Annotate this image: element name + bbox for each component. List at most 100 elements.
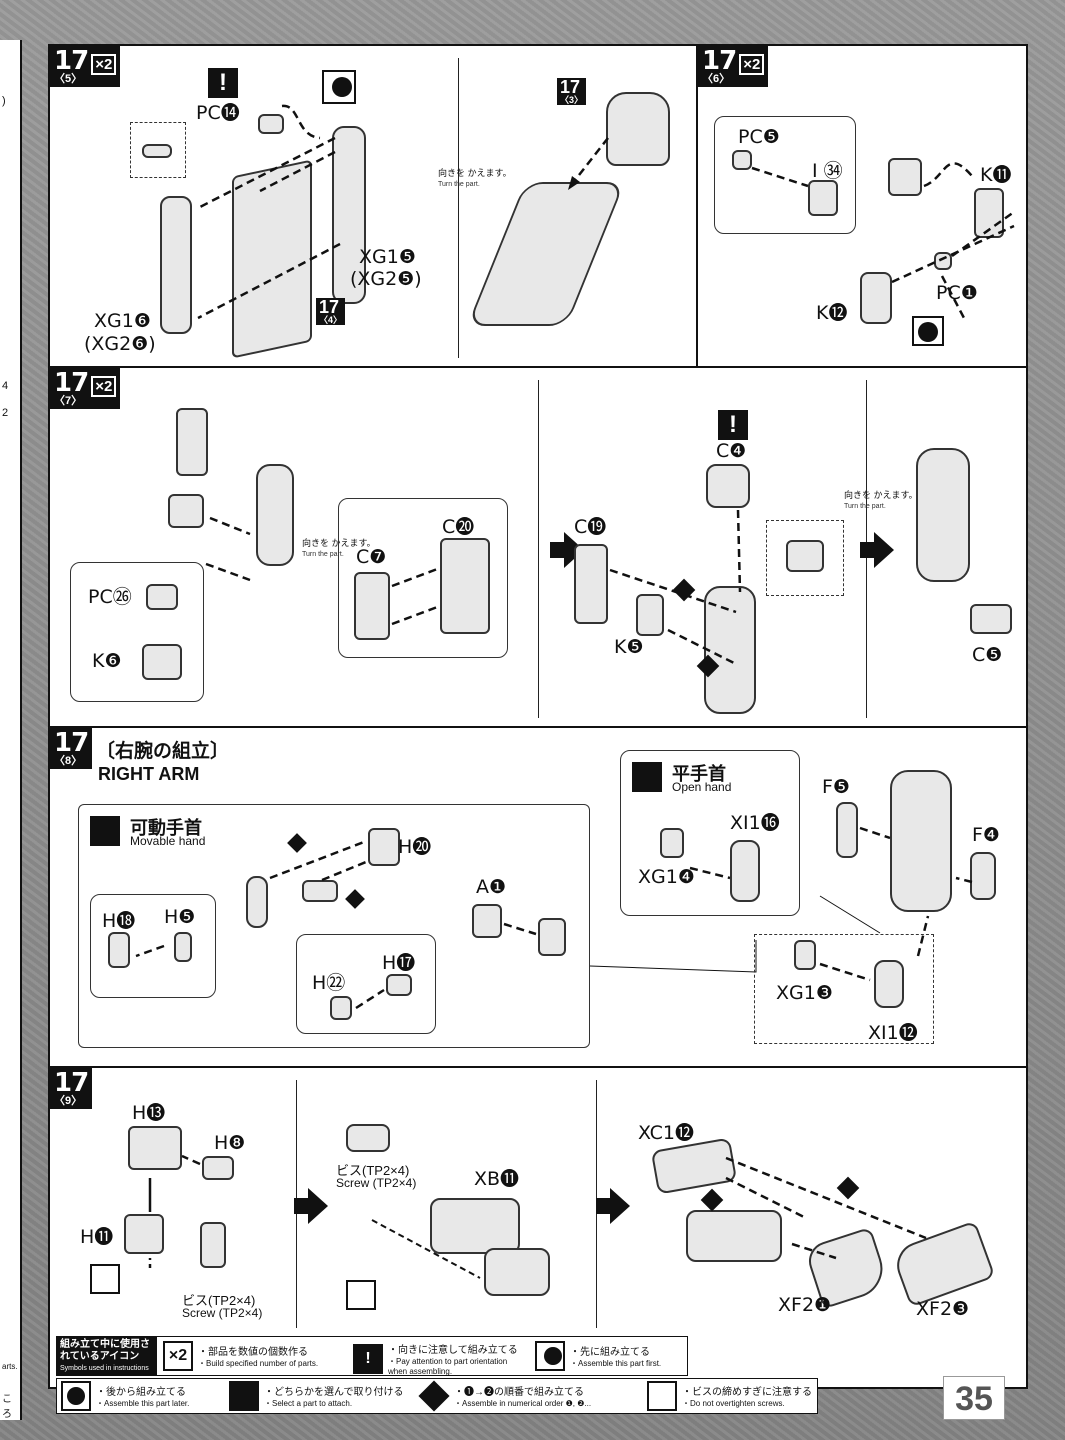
part-label-h5: H❺: [164, 906, 196, 928]
multiplier-badge: ×2: [91, 54, 117, 75]
legend-item: ・先に組み立てる・Assemble this part first.: [535, 1341, 661, 1371]
previous-page-edge: ) 4 2 arts. ころ: [0, 40, 22, 1420]
legend-row-2: ・後から組み立てる・Assemble this part later. ・どちら…: [56, 1378, 818, 1414]
part-label-c19: C⓳: [574, 516, 607, 538]
row-4: 17〈9〉 H⓭ H❽ H⓫ ビス(TP2×4) Screw (TP2×4) ビ…: [50, 1068, 1026, 1334]
part-c7: [354, 572, 390, 640]
part-label-xc12: XC1⓬: [638, 1122, 694, 1144]
part-c20: [440, 538, 490, 634]
part-k6: [142, 644, 182, 680]
part-body: [704, 586, 756, 714]
margin-text: ころ: [2, 1394, 12, 1420]
page-number: 35: [943, 1376, 1005, 1420]
part-c5: [970, 604, 1012, 634]
detail-box: [766, 520, 844, 596]
sub-assembly-box: [714, 116, 856, 234]
legend-header: 組み立て中に使用されているアイコン Symbols used in instru…: [57, 1337, 157, 1375]
arrows: [371, 1219, 481, 1279]
movable-hand-en: Movable hand: [130, 834, 206, 848]
part-a1: [472, 904, 502, 938]
part-label-xf23: XF2❸: [916, 1298, 970, 1320]
step-number: 17: [54, 46, 89, 76]
part-h11: [124, 1214, 164, 1254]
part-finger: [246, 876, 268, 928]
next-step-arrow: [860, 532, 894, 568]
part-f5: [836, 802, 858, 858]
part-label-c20: C⓴: [442, 516, 475, 538]
legend-row-1: 組み立て中に使用されているアイコン Symbols used in instru…: [56, 1336, 688, 1376]
screw-illustration: [346, 1124, 390, 1152]
part-label-xg14: XG1❹: [638, 866, 695, 888]
detail-box: [130, 122, 186, 178]
section-title-jp: 〔右腕の組立〕: [96, 741, 230, 762]
part-h8: [202, 1156, 234, 1180]
part-pc14: [258, 114, 284, 134]
part-label-k6: K❻: [92, 650, 122, 672]
part-c4: [706, 464, 750, 508]
divider: [538, 380, 539, 718]
part-xg14: [660, 828, 684, 858]
part-label-h11: H⓫: [80, 1226, 114, 1248]
row-3: 17〈8〉 〔右腕の組立〕 RIGHT ARM 可動手首 Movable han…: [50, 728, 1026, 1068]
assemble-first-icon: [322, 70, 356, 104]
screw-illustration: [200, 1222, 226, 1268]
select-icon: [90, 816, 120, 846]
part-k5: [636, 594, 664, 636]
instruction-sheet: 17〈5〉 ×2 ! PC⓮ XG1❺ (XG2❺) XG1❻ (XG2❻) 1…: [48, 44, 1028, 1414]
part-label-f5: F❺: [822, 776, 850, 798]
part-c19: [574, 544, 608, 624]
turn-note: 向きを かえます。 Turn the part.: [438, 168, 512, 188]
attention-icon: !: [208, 68, 238, 98]
part-h22-main: [302, 880, 338, 902]
step-badge-17-8: 17〈8〉: [50, 728, 93, 769]
legend-item: ・どちらかを選んで取り付ける・Select a part to attach.: [229, 1381, 404, 1411]
arrows: [391, 566, 441, 626]
open-hand-jp: 平手首: [672, 764, 726, 784]
legend-item: ! ・向きに注意して組み立てる・Pay attention to part or…: [353, 1341, 524, 1376]
multiply-icon: ×2: [163, 1341, 193, 1371]
part-pc5: [732, 150, 752, 170]
select-icon: [632, 762, 662, 792]
attention-icon: !: [718, 410, 748, 440]
part-upper: [176, 408, 208, 476]
sub-assembly-box: [70, 562, 204, 702]
next-step-arrow: [596, 1188, 630, 1224]
next-step-arrow: [294, 1188, 328, 1224]
arrows: [148, 1154, 201, 1268]
part-label-f4: F❹: [972, 824, 1000, 846]
part-label-h13: H⓭: [132, 1102, 166, 1124]
part-label-k5: K❺: [614, 636, 644, 658]
part-label-xg16: XG1❻: [94, 310, 151, 332]
part-xg13: [794, 940, 816, 970]
arrows: [205, 516, 251, 582]
open-hand-box: [620, 750, 800, 916]
arrows: [135, 833, 757, 1010]
part-joint: [168, 494, 204, 528]
part-label-xg26: (XG2❻): [84, 333, 156, 355]
part-label-xg15: XG1❺: [359, 246, 416, 268]
arrows: [700, 1156, 927, 1260]
margin-text: arts.: [2, 1362, 18, 1371]
divider: [696, 46, 698, 366]
part-label-h8: H❽: [214, 1132, 246, 1154]
ref-badge: 17 〈4〉: [316, 298, 346, 325]
screw-label-jp: ビス(TP2×4): [182, 1293, 256, 1308]
assembly-arrows: [197, 104, 341, 320]
arrows: [689, 826, 973, 982]
part-label-i34: I ㉞: [812, 160, 843, 182]
ref-badge-17-3: 17 〈3〉: [557, 78, 587, 105]
sub-assembly-box: [90, 894, 216, 998]
part-label-k12: K⓬: [816, 302, 848, 324]
part-h18: [108, 932, 130, 968]
row-2: 17〈7〉 ×2 向きを かえます。Turn the part. PC㉖ K❻ …: [50, 368, 1026, 728]
margin-text: 4: [2, 380, 9, 392]
part-label-h22: H㉒: [312, 972, 346, 994]
part-label-h18: H⓲: [102, 910, 136, 932]
part-pc14-detail: [142, 144, 172, 158]
part-subassy: [888, 158, 922, 196]
part-label-xi12: XI1⓬: [868, 1022, 918, 1044]
screw-label-en: Screw (TP2×4): [182, 1306, 263, 1320]
part-h5: [174, 932, 192, 962]
part-label-pc14: PC⓮: [196, 102, 240, 124]
part-xg16: [160, 196, 192, 334]
